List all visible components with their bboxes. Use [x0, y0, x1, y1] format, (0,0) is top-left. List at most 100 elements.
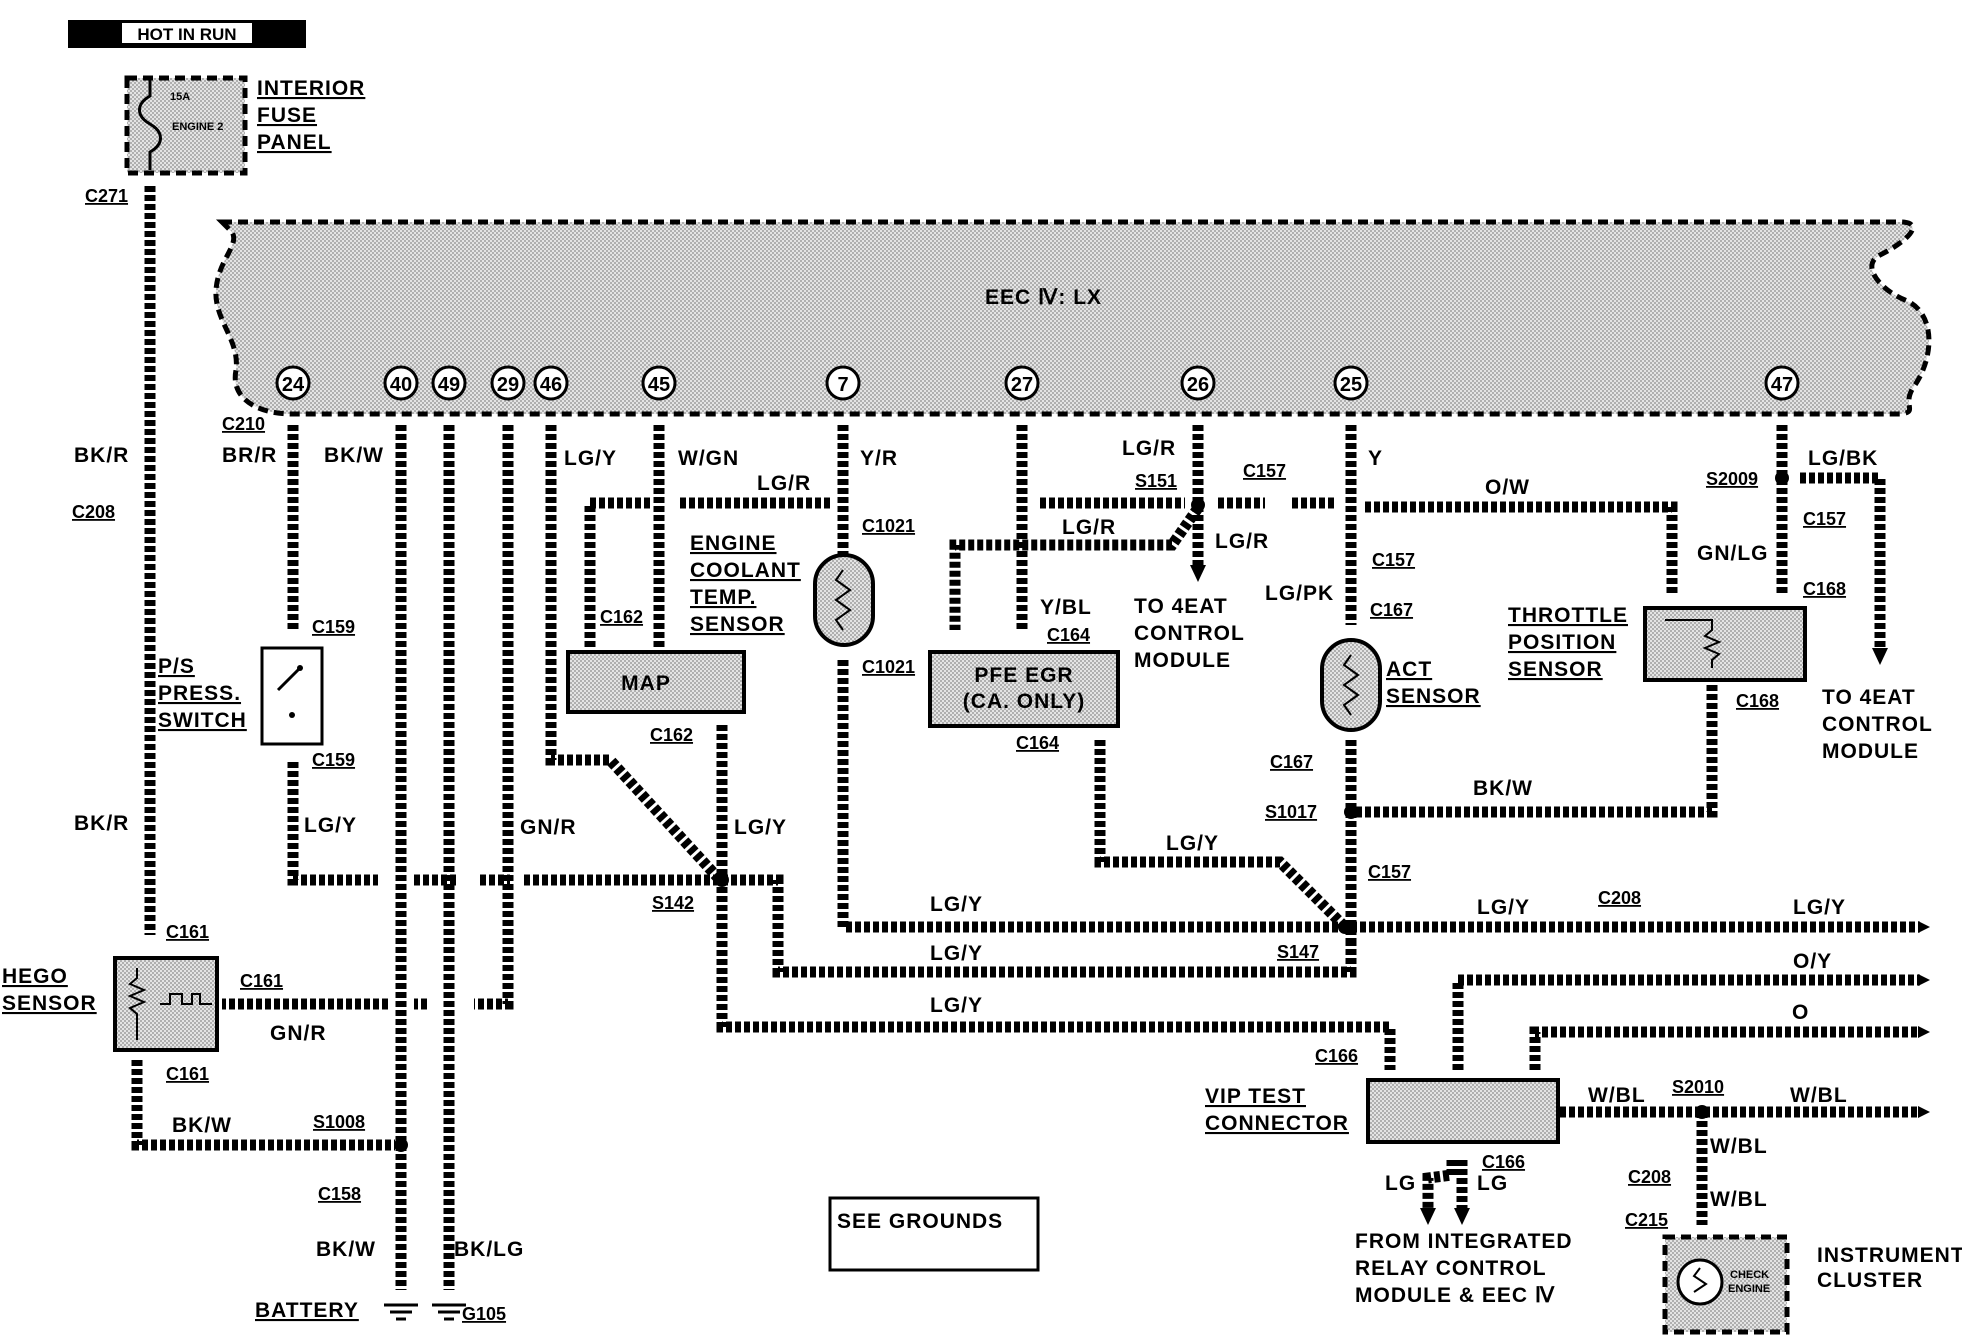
svg-text:LG/BK: LG/BK: [1808, 447, 1878, 470]
battery-ground: BATTERY: [255, 1299, 418, 1322]
arrow-right-icon: [1918, 1026, 1930, 1038]
svg-text:POSITION: POSITION: [1508, 631, 1616, 654]
svg-text:SENSOR: SENSOR: [2, 992, 97, 1015]
svg-text:BK/W: BK/W: [324, 444, 384, 467]
svg-text:C168: C168: [1736, 691, 1779, 711]
svg-text:46: 46: [540, 374, 562, 396]
svg-text:25: 25: [1340, 374, 1362, 396]
connector-labels: C271 C210 C208 C159 C159 C162 C162 C1021…: [72, 186, 1846, 1324]
svg-text:47: 47: [1771, 374, 1793, 396]
potentiometer-icon: [1665, 619, 1722, 668]
svg-text:PFE EGR: PFE EGR: [974, 664, 1073, 687]
pin-49: 49: [431, 365, 467, 401]
hego-sensor: HEGO SENSOR: [2, 956, 219, 1052]
svg-text:C164: C164: [1047, 625, 1090, 645]
svg-text:BR/R: BR/R: [222, 444, 277, 467]
fuse-panel-label-2: FUSE: [257, 104, 317, 127]
svg-text:27: 27: [1011, 374, 1033, 396]
svg-text:ENGINE: ENGINE: [1728, 1283, 1770, 1295]
svg-text:SENSOR: SENSOR: [690, 613, 785, 636]
wire-bk-w-hego: [131, 1060, 395, 1151]
svg-text:Y: Y: [1368, 447, 1383, 470]
see-grounds-box: SEE GROUNDS: [828, 1196, 1040, 1272]
switch-icon: [276, 666, 302, 692]
svg-text:C157: C157: [1243, 461, 1286, 481]
svg-text:C161: C161: [166, 1064, 209, 1084]
interior-fuse-panel: 15A ENGINE 2 INTERIOR FUSE PANEL: [124, 75, 364, 176]
svg-text:7: 7: [837, 374, 848, 396]
svg-text:C168: C168: [1803, 579, 1846, 599]
splice-s142: [715, 873, 729, 887]
arrow-down-icon: [1454, 1208, 1470, 1225]
svg-text:24: 24: [282, 374, 305, 396]
svg-text:ACT: ACT: [1386, 658, 1432, 681]
arrow-down-icon: [1190, 565, 1206, 582]
svg-text:BK/W: BK/W: [316, 1238, 376, 1261]
svg-text:TO 4EAT: TO 4EAT: [1822, 686, 1916, 709]
svg-text:C271: C271: [85, 186, 128, 206]
svg-text:BK/R: BK/R: [74, 812, 129, 835]
wire-lg: [1422, 1160, 1458, 1210]
check-engine-lamp-icon: [1676, 1258, 1724, 1306]
svg-text:W/BL: W/BL: [1710, 1188, 1768, 1211]
svg-text:TO 4EAT: TO 4EAT: [1134, 595, 1228, 618]
splice-s2009: [1775, 471, 1789, 485]
svg-text:CONTROL: CONTROL: [1822, 713, 1933, 736]
svg-text:C157: C157: [1803, 509, 1846, 529]
wire-gn-r: [474, 425, 514, 1010]
svg-text:C1021: C1021: [862, 657, 915, 677]
svg-text:C166: C166: [1482, 1152, 1525, 1172]
svg-text:C162: C162: [650, 725, 693, 745]
svg-text:RELAY CONTROL: RELAY CONTROL: [1355, 1257, 1547, 1280]
svg-text:W/BL: W/BL: [1790, 1084, 1848, 1107]
svg-text:LG/R: LG/R: [1062, 516, 1116, 539]
svg-text:26: 26: [1187, 374, 1209, 396]
pin-25: 25: [1333, 365, 1369, 401]
svg-text:LG/Y: LG/Y: [930, 893, 983, 916]
svg-text:C158: C158: [318, 1184, 361, 1204]
pin-26: 26: [1180, 365, 1216, 401]
wire-o-y: [1452, 974, 1920, 1070]
svg-text:C166: C166: [1315, 1046, 1358, 1066]
arrow-down-icon: [1420, 1208, 1436, 1225]
svg-text:S151: S151: [1135, 471, 1177, 491]
svg-text:GN/R: GN/R: [270, 1022, 327, 1045]
hot-in-run-banner: HOT IN RUN: [68, 20, 306, 48]
wire-lg-y-46: [545, 425, 725, 884]
pin-46: 46: [533, 365, 569, 401]
svg-text:LG/PK: LG/PK: [1265, 582, 1334, 605]
to-4eat-module-a: TO 4EAT CONTROL MODULE: [1134, 595, 1244, 672]
wire-lg-y-map: [716, 725, 1396, 1070]
thermistor-icon: [1342, 654, 1360, 716]
svg-text:C161: C161: [240, 971, 283, 991]
svg-text:LG/Y: LG/Y: [930, 942, 983, 965]
splice-s1008: [394, 1138, 408, 1152]
svg-text:CLUSTER: CLUSTER: [1817, 1269, 1923, 1292]
wire-lg-y-ps: [287, 762, 378, 886]
svg-text:SENSOR: SENSOR: [1386, 685, 1481, 708]
pin-24: 24: [275, 365, 311, 401]
svg-text:LG/Y: LG/Y: [734, 816, 787, 839]
wire-lg-r-pfe: [949, 504, 1203, 630]
arrow-down-icon: [1872, 648, 1888, 665]
arrow-right-icon: [1918, 921, 1930, 933]
svg-text:COOLANT: COOLANT: [690, 559, 801, 582]
svg-text:C215: C215: [1625, 1210, 1668, 1230]
svg-text:P/S: P/S: [158, 655, 195, 678]
svg-text:C1021: C1021: [862, 516, 915, 536]
svg-text:C162: C162: [600, 607, 643, 627]
splices: [394, 471, 1789, 1152]
pfe-egr-sensor: PFE EGR (CA. ONLY): [928, 650, 1120, 728]
svg-text:C210: C210: [222, 414, 265, 434]
svg-text:LG/R: LG/R: [1215, 530, 1269, 553]
splice-s147: [1338, 920, 1352, 934]
svg-text:ENGINE: ENGINE: [690, 532, 777, 555]
heater-icon: [127, 968, 147, 1040]
svg-text:O: O: [1792, 1001, 1809, 1024]
svg-text:MODULE & EEC Ⅳ: MODULE & EEC Ⅳ: [1355, 1284, 1555, 1307]
svg-text:S147: S147: [1277, 942, 1319, 962]
svg-text:MODULE: MODULE: [1134, 649, 1231, 672]
svg-text:S142: S142: [652, 893, 694, 913]
wire-o-w: [1365, 501, 1678, 595]
